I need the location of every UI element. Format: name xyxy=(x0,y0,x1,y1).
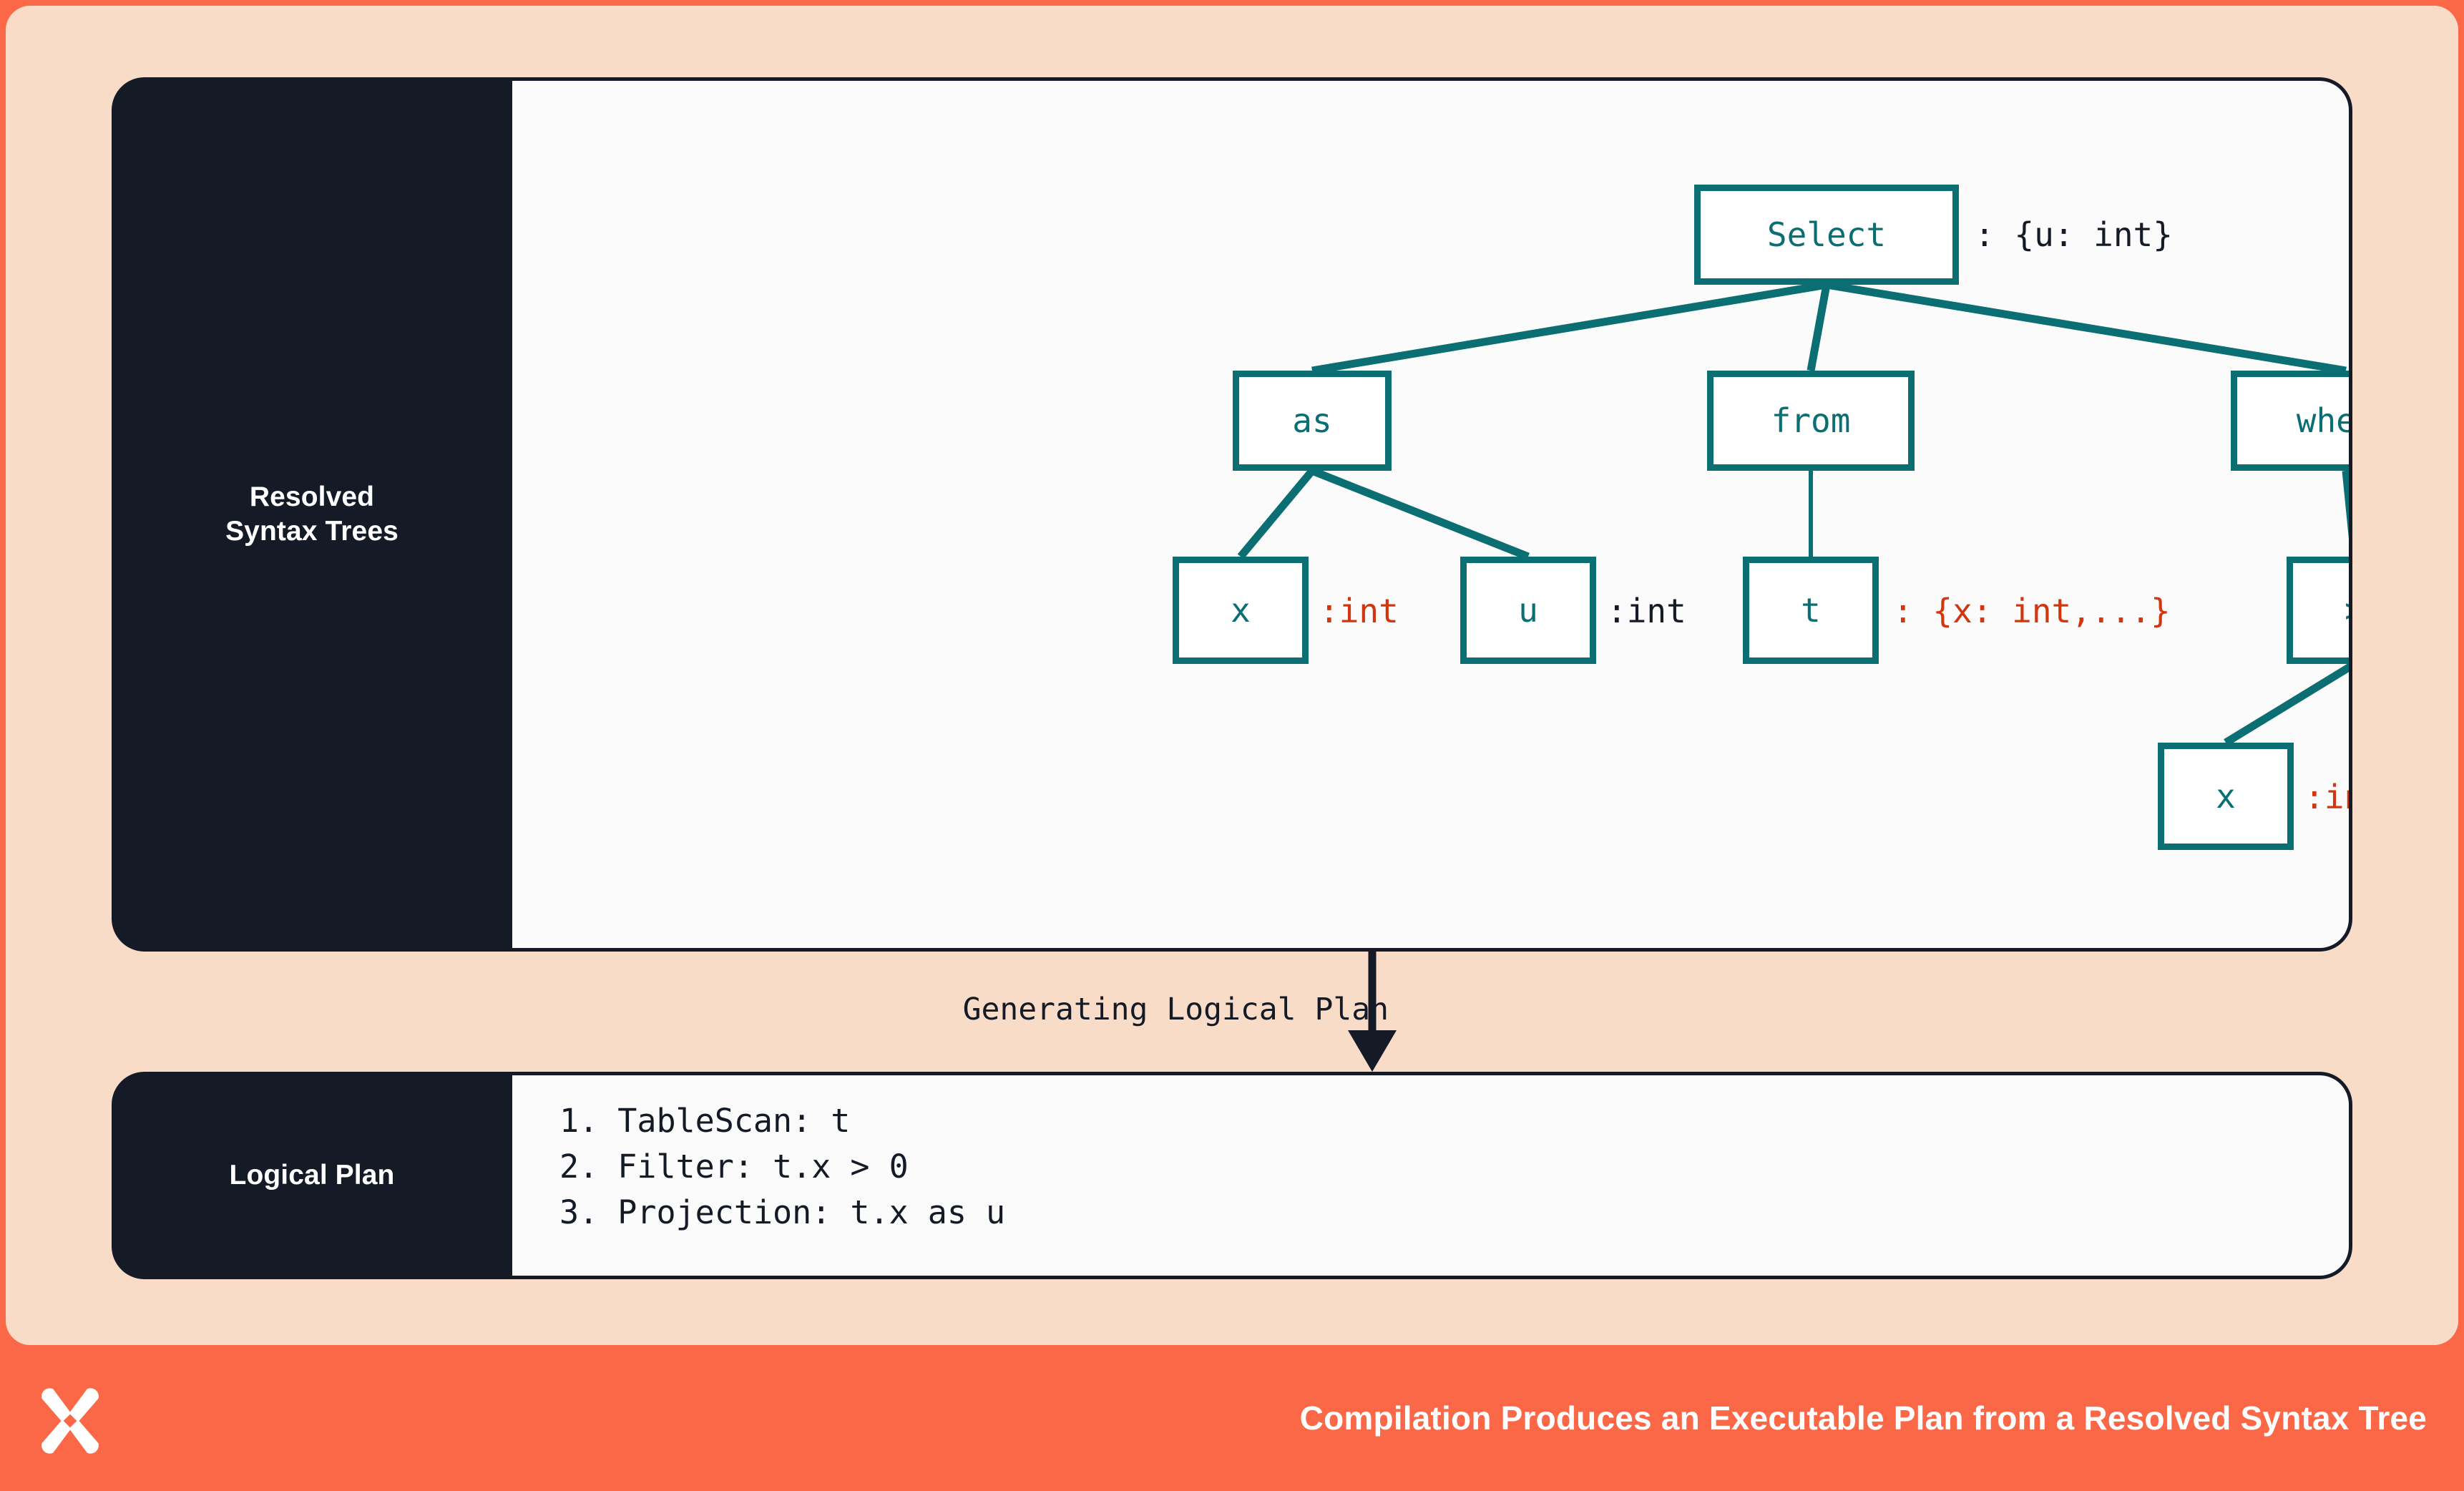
tree-node-select: Select xyxy=(1694,185,1959,285)
panel-title-logical-plan: Logical Plan xyxy=(229,1160,395,1191)
tree-node-as-x: x xyxy=(1173,557,1309,664)
type-annotation-ann-gt-x: :int xyxy=(2304,778,2349,816)
tree-node-from: from xyxy=(1707,371,1915,471)
type-annotation-ann-select: : {u: int} xyxy=(1975,215,2173,254)
transition-generating-logical-plan: Generating Logical Plan xyxy=(112,952,2352,1072)
footer-caption: Compilation Produces an Executable Plan … xyxy=(1299,1399,2427,1437)
logical-plan-step-1: 1. TableScan: t xyxy=(559,1102,851,1140)
tree-node-as-u: u xyxy=(1460,557,1596,664)
type-annotation-ann-as-x: :int xyxy=(1319,592,1399,630)
tree-node-as: as xyxy=(1233,371,1392,471)
panel-body-logical-plan: 1. TableScan: t 2. Filter: t.x > 0 3. Proj… xyxy=(512,1072,2352,1279)
panel-rail-resolved-syntax-trees: Resolved Syntax Trees xyxy=(112,77,512,952)
tree-edge-select-to-from xyxy=(1807,284,1831,371)
tree-edge-layer xyxy=(1237,280,2349,746)
type-annotation-ann-as-u: :int xyxy=(1607,592,1686,630)
tree-edge-select-to-where xyxy=(1826,280,2347,375)
poster-canvas: Resolved Syntax Trees Select as from where x… xyxy=(6,6,2458,1345)
logical-plan-step-3: 3. Projection: t.x as u xyxy=(559,1193,1006,1231)
type-annotation-ann-from-t: : {x: int,...} xyxy=(1893,592,2171,630)
panel-title-resolved-syntax-trees: Resolved Syntax Trees xyxy=(225,481,399,547)
brand-x-star-logo-icon xyxy=(41,1388,99,1454)
footer-bar: Compilation Produces an Executable Plan … xyxy=(0,1345,2464,1491)
transition-arrow-icon xyxy=(1348,952,1397,1072)
logical-plan-step-list: 1. TableScan: t 2. Filter: t.x > 0 3. Proj… xyxy=(559,1098,1005,1236)
tree-edge-as-to-as-x xyxy=(1237,468,1316,559)
tree-node-gt-x: x xyxy=(2158,743,2294,850)
tree-node-where: where xyxy=(2231,371,2349,471)
panel-logical-plan: Logical Plan 1. TableScan: t 2. Filter: t… xyxy=(112,1072,2352,1279)
tree-edge-as-to-as-u xyxy=(1310,466,1530,561)
panel-resolved-syntax-trees: Resolved Syntax Trees Select as from where x… xyxy=(112,77,2352,952)
tree-edge-gt-to-gt-x xyxy=(2224,663,2349,746)
transition-label: Generating Logical Plan xyxy=(962,992,1389,1027)
tree-edge-select-to-as xyxy=(1311,280,1827,375)
tree-node-from-t: t xyxy=(1743,557,1879,664)
tree-node-gt: > xyxy=(2287,557,2349,664)
tree-edge-where-to-gt xyxy=(2342,470,2349,539)
panel-rail-logical-plan: Logical Plan xyxy=(112,1072,512,1279)
logical-plan-step-2: 2. Filter: t.x > 0 xyxy=(559,1147,909,1186)
syntax-tree-diagram: Selectasfromwherexut>x0 : {u: int}:int:i… xyxy=(512,81,2349,948)
panel-body-resolved-syntax-trees: Selectasfromwherexut>x0 : {u: int}:int:i… xyxy=(512,77,2352,952)
